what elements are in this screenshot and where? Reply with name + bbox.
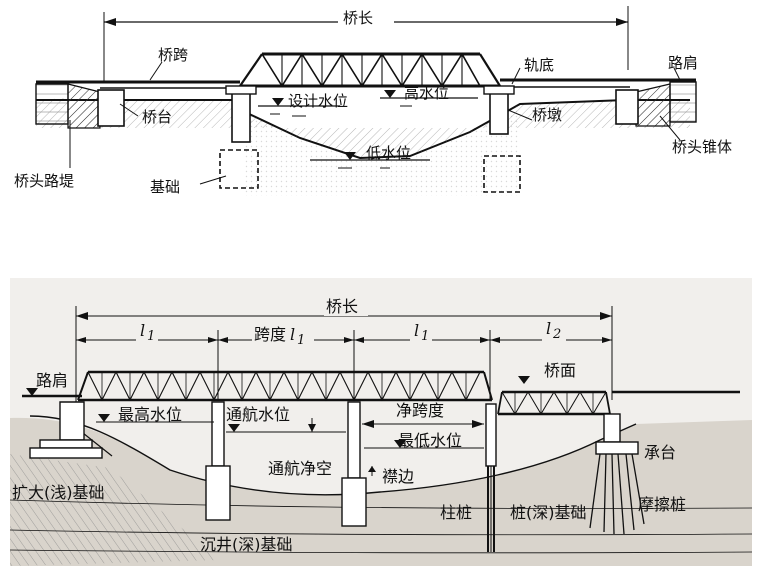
bottom-main-truss — [77, 370, 493, 402]
top-bridge-length-label: 桥长 — [343, 9, 373, 27]
bottom-l2-sub: 2 — [552, 327, 561, 342]
top-span-label: 桥跨 — [158, 46, 188, 64]
pile-foundation-label: 桩(深)基础 — [510, 503, 587, 522]
bottom-road-shoulder-label: 路肩 — [36, 371, 68, 390]
bottom-l1-sub-a: 1 — [147, 329, 155, 344]
bottom-right-abutment — [603, 413, 621, 443]
bottom-pier-1 — [211, 401, 225, 467]
top-high-water-level-label: 高水位 — [404, 84, 449, 102]
highest-water-level-label: 最高水位 — [118, 405, 182, 424]
spread-foundation-label: 扩大(浅)基础 — [12, 483, 105, 502]
navigation-clearance-label: 通航净空 — [268, 459, 332, 478]
bottom-bridge-length-label: 桥长 — [326, 297, 358, 316]
top-left-abutment — [97, 89, 125, 127]
bottom-pier-3 — [485, 403, 497, 467]
bottom-diagram: 桥长 l 1 跨度 l 1 l 1 l 2 — [9, 278, 753, 566]
top-design-water-level-label: 设计水位 — [288, 92, 348, 110]
navigable-water-level-label: 通航水位 — [226, 405, 290, 424]
top-foundation-label: 基础 — [150, 178, 180, 196]
bottom-deck-label: 桥面 — [544, 361, 576, 380]
caisson-2 — [341, 477, 367, 527]
friction-pile-label: 摩擦桩 — [638, 495, 686, 514]
top-abutment-cone-label: 桥头锥体 — [672, 138, 732, 156]
top-pier-label: 桥墩 — [532, 106, 562, 124]
top-rail-bottom-label: 轨底 — [524, 56, 554, 74]
pile-cap-label: 承台 — [644, 443, 676, 462]
freeboard-label: 襟边 — [382, 467, 414, 486]
right-embankment — [669, 81, 697, 123]
top-approach-embankment-label: 桥头路堤 — [14, 172, 74, 190]
friction-piles — [589, 453, 645, 535]
bottom-pier-2 — [347, 401, 361, 479]
top-right-pier — [489, 91, 509, 135]
left-embankment — [35, 83, 69, 125]
column-pile-label: 柱桩 — [440, 503, 472, 522]
top-abutment-label: 桥台 — [142, 108, 172, 126]
top-left-foundation — [219, 149, 259, 189]
clear-span-label: 净跨度 — [396, 401, 444, 420]
top-left-pier — [231, 91, 251, 143]
bottom-l1-label-a: l — [140, 321, 145, 340]
top-right-foundation — [483, 155, 521, 193]
bottom-l2-label: l — [546, 319, 551, 338]
bottom-short-truss — [497, 390, 611, 416]
bottom-l1-sub-b: 1 — [297, 333, 305, 348]
top-low-water-level-label: 低水位 — [366, 144, 411, 162]
top-truss — [239, 52, 501, 88]
top-right-abutment — [615, 89, 639, 125]
bottom-l1-label-b: l — [290, 325, 295, 344]
caisson-1 — [205, 465, 231, 521]
top-road-shoulder-label: 路肩 — [668, 54, 698, 72]
spread-foundation-block — [29, 447, 103, 459]
pile-cap — [595, 441, 639, 455]
bottom-span-prefix-label: 跨度 — [254, 325, 286, 344]
caisson-foundation-label: 沉井(深)基础 — [200, 535, 293, 554]
bottom-l1-sub-c: 1 — [421, 329, 429, 344]
bottom-l1-label-c: l — [414, 321, 419, 340]
top-diagram: 桥长 — [14, 6, 732, 196]
lowest-water-level-label: 最低水位 — [398, 431, 462, 450]
